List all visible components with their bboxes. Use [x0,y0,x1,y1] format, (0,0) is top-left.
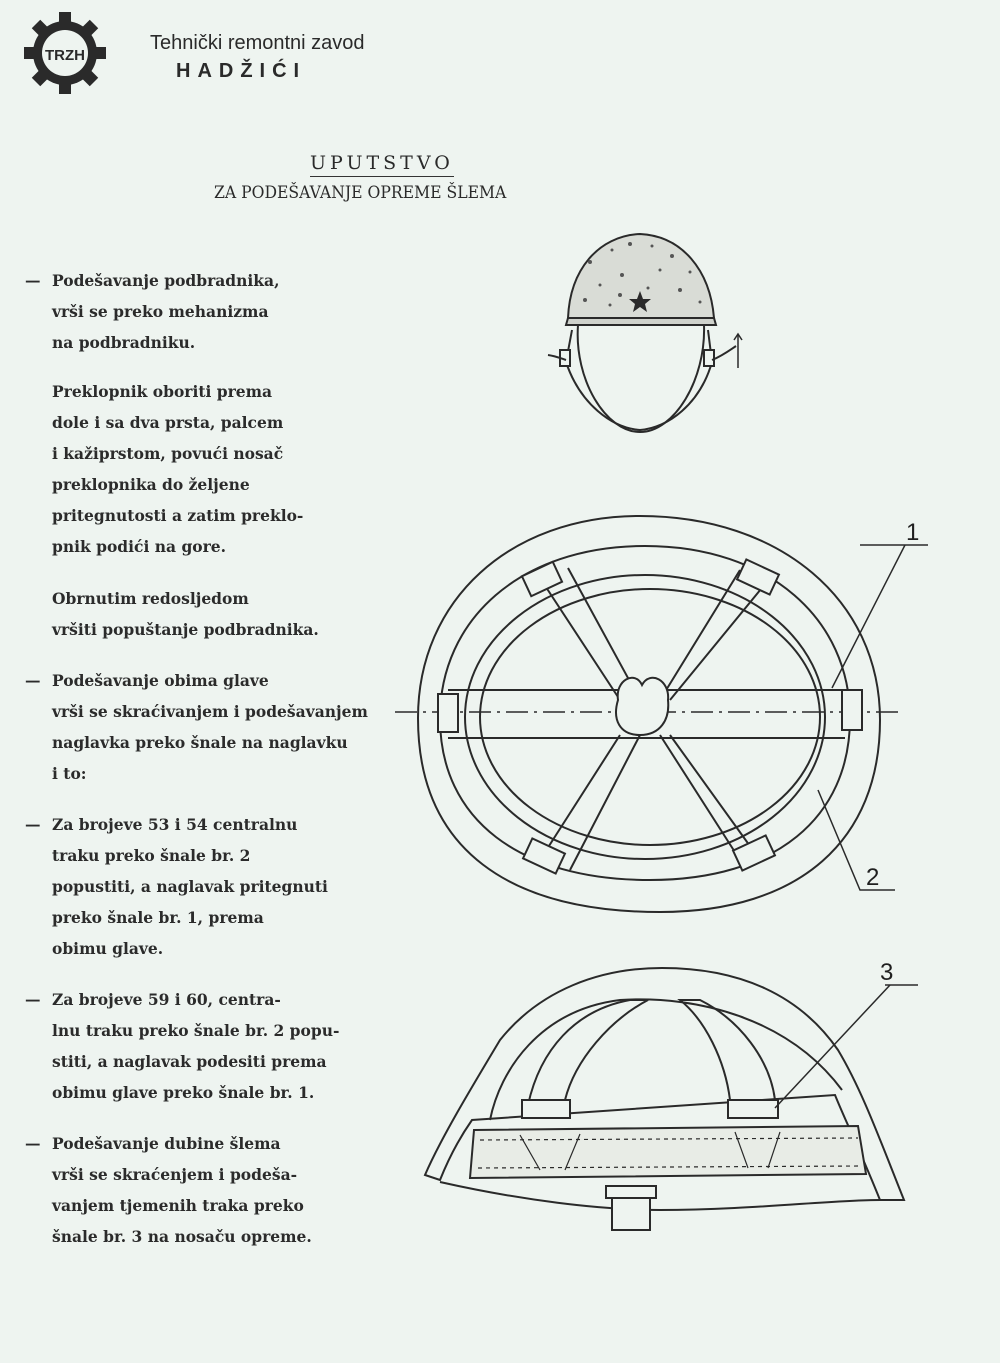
helmet-side-view-figure [423,966,918,1231]
instruction-paragraph: Za brojeve 53 i 54 centralnu traku preko… [52,809,328,964]
instruction-paragraph: Za brojeve 59 i 60, centra- lnu traku pr… [52,984,339,1108]
paragraph-line: Preklopnik oboriti prema [52,382,273,401]
paragraph-line: traku preko šnale br. 2 [52,846,251,865]
section-dash: — [25,815,41,834]
paragraph-line: Za brojeve 59 i 60, centra- [52,990,281,1009]
paragraph-line: šnale br. 3 na nosaču opreme. [52,1227,312,1246]
paragraph-line: popustiti, a naglavak pritegnuti [52,877,328,896]
paragraph-line: obimu glave preko šnale br. 1. [52,1083,315,1102]
logo-text: TRZH [45,47,85,64]
paragraph-line: Obrnutim redosljedom [52,589,249,608]
instruction-paragraph: Obrnutim redosljedom vršiti popuštanje p… [52,583,319,645]
paragraph-line: Podešavanje podbradnika, [52,271,280,290]
instruction-paragraph: Podešavanje podbradnika, vrši se preko m… [52,265,279,358]
document-subtitle: ZA PODEŠAVANJE OPREME ŠLEMA [214,183,507,203]
paragraph-line: vrši se skraćenjem i podeša- [52,1165,298,1184]
paragraph-line: lnu traku preko šnale br. 2 popu- [52,1021,340,1040]
paragraph-line: pritegnutosti a zatim preklo- [52,506,304,525]
helmet-front-view-figure [547,232,743,434]
paragraph-line: Podešavanje obima glave [52,671,269,690]
paragraph-line: naglavka preko šnale na naglavku [52,733,348,752]
paragraph-line: Za brojeve 53 i 54 centralnu [52,815,298,834]
paragraph-line: Podešavanje dubine šlema [52,1134,281,1153]
callout-number-2: 2 [866,864,879,891]
instruction-paragraph: Podešavanje dubine šlema vrši se skraćen… [52,1128,312,1252]
paragraph-line: stiti, a naglavak podesiti prema [52,1052,327,1071]
paragraph-line: preko šnale br. 1, prema [52,908,264,927]
helmet-top-view-figure [395,514,928,914]
document-title: UPUTSTVO [310,152,454,177]
paragraph-line: obimu glave. [52,939,164,958]
section-dash: — [25,271,41,290]
section-dash: — [25,671,41,690]
instruction-paragraph: Podešavanje obima glave vrši se skraćiva… [52,665,368,789]
paragraph-line: preklopnika do željene [52,475,250,494]
section-dash: — [25,990,41,1009]
section-dash: — [25,1134,41,1153]
paragraph-line: dole i sa dva prsta, palcem [52,413,284,432]
star-icon [629,291,651,312]
paragraph-line: i to: [52,764,87,783]
paragraph-line: vrši se preko mehanizma [52,302,269,321]
paragraph-line: vršiti popuštanje podbradnika. [52,620,319,639]
org-name: Tehnički remontni zavod [150,32,365,54]
paragraph-line: pnik podići na gore. [52,537,227,556]
paragraph-line: na podbradniku. [52,333,196,352]
instruction-paragraph: Preklopnik oboriti prema dole i sa dva p… [52,376,303,562]
callout-number-1: 1 [906,519,919,546]
paragraph-line: vanjem tjemenih traka preko [52,1196,304,1215]
org-city: HADŽIĆI [176,60,307,82]
callout-number-3: 3 [880,959,893,986]
paragraph-line: i kažiprstom, povući nosač [52,444,284,463]
paragraph-line: vrši se skraćivanjem i podešavanjem [52,702,368,721]
gear-logo-icon: TRZH [24,12,106,94]
